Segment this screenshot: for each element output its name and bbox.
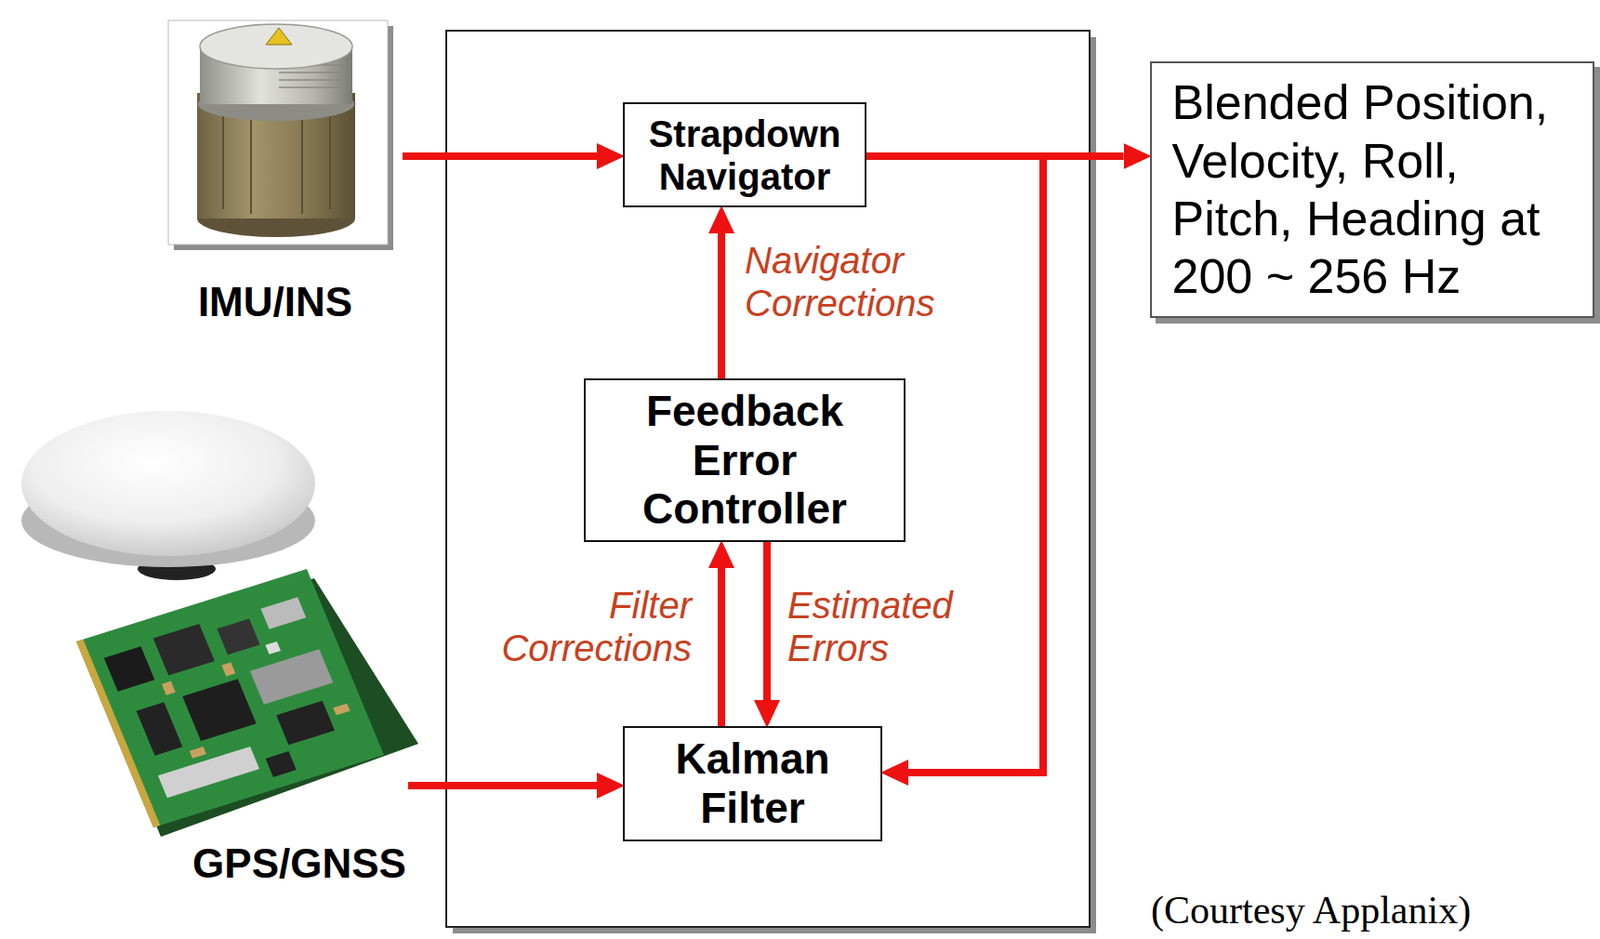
- device-label: IMU/INS: [198, 278, 353, 327]
- signal-arrow: [408, 781, 597, 790]
- node-text: Strapdown Navigator: [648, 112, 842, 199]
- receiver-board: [76, 568, 384, 828]
- chip: [104, 646, 156, 691]
- signal-arrow: [717, 233, 726, 379]
- chip: [136, 701, 184, 755]
- shield-can: [260, 596, 306, 629]
- imu-top: [199, 24, 353, 69]
- chip: [153, 623, 215, 676]
- warning-triangle: [265, 27, 292, 45]
- chip: [265, 751, 297, 778]
- board-body: [76, 568, 384, 828]
- component: [221, 661, 236, 676]
- illustration-node: IMU/INS: [168, 20, 388, 245]
- component: [332, 703, 350, 716]
- edge-label: Filter Corrections: [501, 583, 692, 670]
- output-box: Blended Position, Velocity, Roll, Pitch,…: [1150, 61, 1595, 318]
- chip: [182, 678, 256, 741]
- edge-label: Estimated Errors: [787, 583, 953, 670]
- component: [264, 641, 281, 655]
- imu-fin: [278, 86, 344, 89]
- imu-rib: [329, 116, 331, 210]
- node-text: Feedback Error Controller: [642, 386, 847, 535]
- chip: [276, 700, 335, 746]
- credit-note: (Courtesy Applanix): [1150, 890, 1471, 930]
- device-label: GPS/GNSS: [192, 840, 407, 888]
- connector-group: [402, 156, 1124, 786]
- signal-arrow: [717, 568, 726, 727]
- component: [189, 746, 207, 759]
- process-box: Feedback Error Controller: [583, 378, 906, 543]
- imu-fin: [278, 71, 344, 74]
- node-text: Kalman Filter: [674, 734, 830, 834]
- imu-rib: [301, 116, 304, 214]
- chip: [216, 618, 260, 655]
- processor-frame: [446, 30, 1090, 927]
- antenna-dome: [21, 410, 316, 556]
- imu-fin: [278, 79, 344, 81]
- node-text: Blended Position, Velocity, Roll, Pitch,…: [1172, 73, 1573, 306]
- picture-frame: [168, 20, 388, 245]
- signal-arrow: [402, 152, 597, 160]
- component: [161, 681, 176, 696]
- imu-rib: [222, 116, 225, 210]
- shield-can: [250, 648, 333, 704]
- edge-label: Navigator Corrections: [744, 238, 936, 325]
- imu-rib: [250, 116, 252, 214]
- process-box: Kalman Filter: [622, 726, 883, 842]
- process-box: Strapdown Navigator: [622, 102, 867, 208]
- illustration-node: GPS/GNSS: [20, 399, 409, 833]
- imu-ribs: [223, 116, 331, 214]
- signal-arrow: [763, 542, 771, 701]
- connector-strip: [158, 746, 260, 798]
